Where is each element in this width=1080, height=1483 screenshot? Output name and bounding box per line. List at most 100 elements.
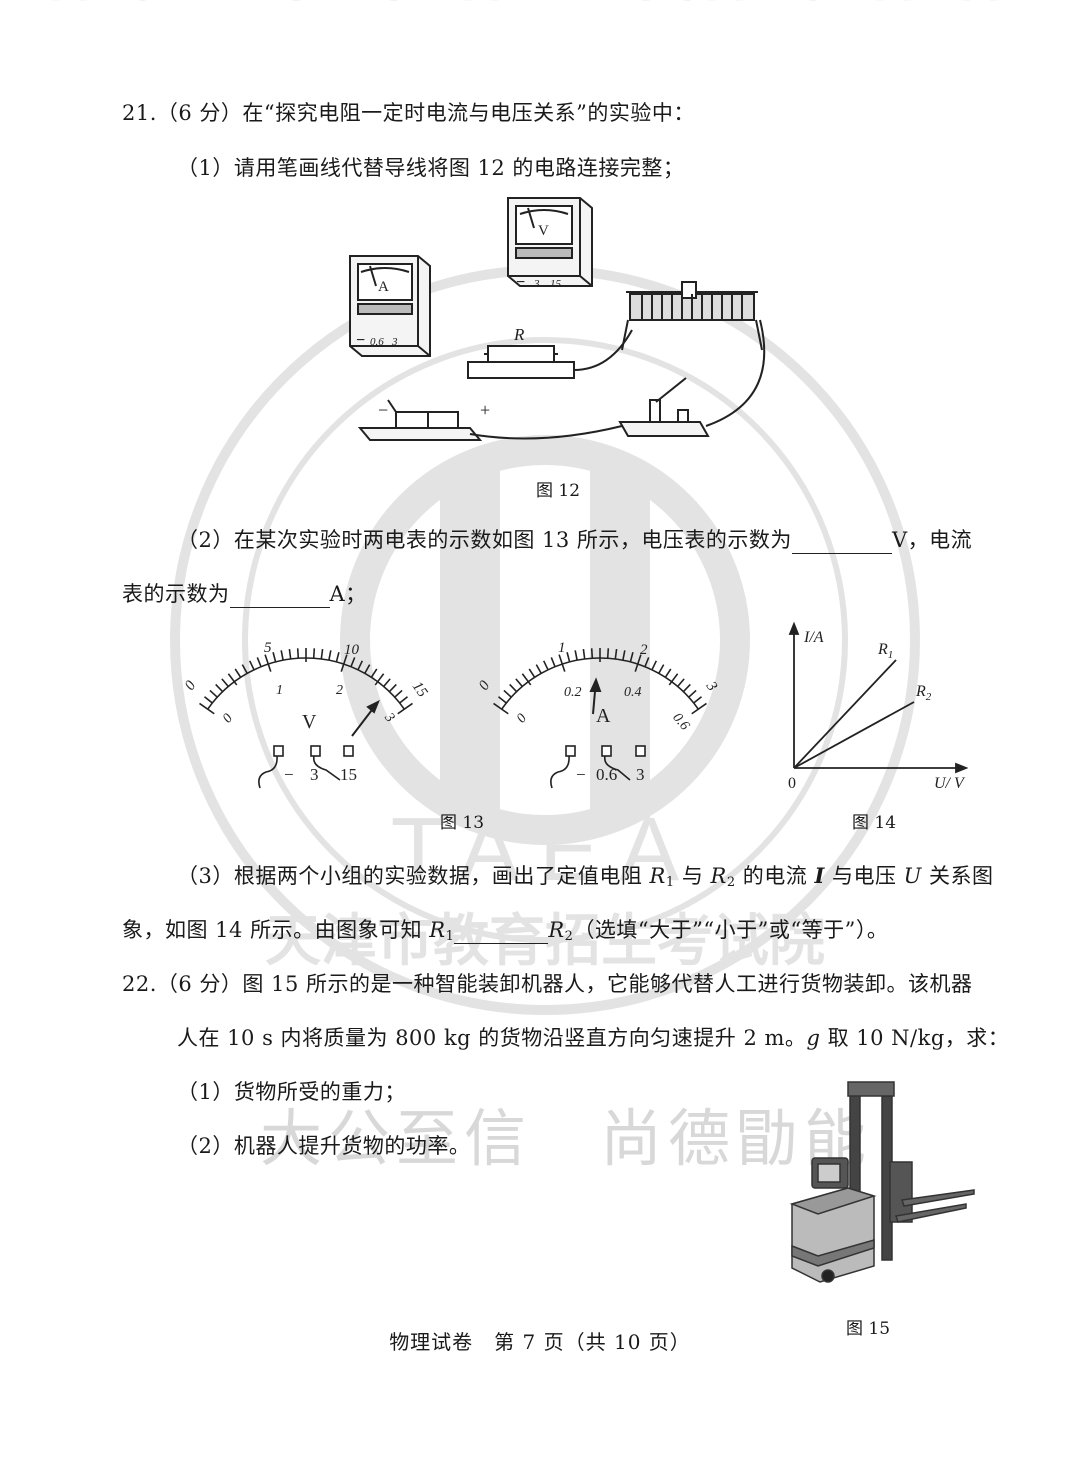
sym-r1-sub: 1 [665, 875, 675, 890]
voltmeter-term-15: 15 [550, 278, 562, 290]
aterm-06-wire [603, 755, 631, 781]
dial-tick [528, 668, 536, 678]
robot-fork-lower [895, 1203, 967, 1223]
dial-tick [691, 702, 707, 715]
vdial-bot-2: 2 [336, 683, 343, 698]
dial-tick [264, 654, 272, 672]
dial-tick [374, 673, 385, 686]
dial-tick [234, 668, 242, 678]
dial-tick [199, 702, 215, 715]
q21-part3-text-g: （选填“大于”“小于”或“等于”）。 [573, 918, 889, 942]
dial-tick [493, 702, 509, 715]
dial-tick [357, 660, 364, 671]
dial-tick [658, 664, 665, 674]
vterm-neg: − [284, 765, 294, 784]
dial-tick [364, 664, 371, 674]
vdial-top-0: 0 [182, 678, 200, 694]
graph-label-r1: R1 [877, 641, 893, 661]
graph-x-arrow [955, 762, 969, 774]
graph-r2-letter: R [915, 683, 926, 700]
aterm-3: 3 [636, 765, 645, 784]
graph-label-r2: R2 [915, 683, 932, 703]
q21-part1: （1）请用笔画线代替导线将图 12 的电路连接完整； [177, 156, 685, 180]
sym-i: I [814, 863, 825, 888]
figure-14-caption: 图 14 [852, 813, 897, 833]
dial-tick [388, 683, 397, 693]
q22-stem: 22.（6 分）图 15 所示的是一种智能装卸机器人，它能够代替人工进行货物装卸… [122, 972, 973, 996]
adial-bot-04: 0.4 [624, 685, 642, 700]
compare-answer-blank[interactable] [454, 921, 549, 944]
ammeter-dial-ticks [493, 648, 707, 715]
resistor [467, 345, 575, 379]
sym-r1-b: R [429, 918, 446, 942]
graph-xlabel: U/ V [934, 775, 966, 792]
ammeter [349, 255, 431, 357]
figure-13-caption: 图 13 [440, 813, 485, 833]
adial-top-1: 1 [558, 640, 566, 656]
sym-u: U [903, 864, 922, 888]
robot-top-sensor [847, 1081, 895, 1097]
dial-tick [606, 648, 610, 659]
dial-tick [515, 678, 523, 688]
vterm-15: 15 [340, 765, 357, 784]
q22-part2: （2）机器人提升货物的功率。 [177, 1134, 471, 1158]
dial-tick [535, 664, 542, 674]
dial-tick [629, 652, 634, 663]
dial-tick [668, 673, 679, 686]
sym-r2-b: R [548, 918, 565, 942]
vterm-3-wire [312, 755, 341, 781]
adial-bot-06: 0.6 [669, 710, 692, 733]
vterm-3-post [310, 745, 321, 757]
voltmeter-dial-ticks [199, 648, 413, 715]
vdial-bot-1: 1 [276, 683, 283, 698]
dial-tick [682, 683, 691, 693]
dial-tick [590, 648, 594, 659]
vdial-top-10: 10 [344, 642, 360, 658]
q22-stem-text-b: 取 10 N/kg，求： [820, 1026, 1010, 1050]
dial-tick [397, 702, 413, 715]
dial-tick [634, 654, 642, 672]
ammeter-letter: A [378, 279, 389, 295]
vterm-15-post [343, 745, 354, 757]
graph-r1-letter: R [877, 641, 888, 658]
voltage-answer-blank[interactable] [791, 531, 892, 554]
dial-tick [542, 660, 549, 671]
robot-screen-inner [817, 1163, 841, 1183]
rheostat [621, 281, 763, 351]
dial-tick [256, 657, 262, 668]
figure-15-robot [789, 1081, 975, 1283]
q21-part3-text-f: 象，如图 14 所示。由图象可知 [122, 918, 430, 942]
adial-letter: A [596, 705, 611, 727]
ammeter-term-neg: − [356, 332, 365, 349]
graph-line-r1 [793, 659, 897, 769]
battery-minus: − [378, 400, 388, 420]
dial-arc [207, 657, 405, 710]
dial-tick [335, 652, 340, 663]
q21-part2-text-d: A； [329, 582, 367, 606]
adial-top-2: 2 [640, 642, 648, 658]
dial-tick [221, 678, 229, 688]
voltmeter-term-neg: − [516, 274, 525, 291]
current-answer-blank[interactable] [229, 585, 330, 608]
sym-r2-sub: 2 [726, 875, 736, 890]
switch [618, 377, 710, 437]
q21-part3-text-c: 的电流 [735, 864, 815, 888]
graph-r1-sub: 1 [888, 649, 894, 661]
ammeter-needle-tip [589, 677, 602, 692]
dial-tick [614, 648, 618, 660]
q21-part3-text-b: 与 [674, 864, 711, 888]
sym-r2-b-sub: 2 [564, 929, 574, 944]
q21-stem: 21.（6 分）在“探究电阻一定时电流与电压关系”的实验中： [122, 101, 695, 125]
figure-14-graph: I/A U/ V 0 R1 R2 [788, 621, 969, 792]
dial-tick [227, 673, 238, 686]
dial-tick [399, 696, 409, 704]
battery [357, 399, 483, 441]
dial-tick [328, 650, 332, 661]
q21-part2-text-a: （2）在某次实验时两电表的示数如图 13 所示，电压表的示数为 [177, 528, 792, 552]
aterm-neg-post [565, 745, 576, 757]
vdial-bot-0: 0 [220, 711, 236, 726]
dial-tick [651, 660, 658, 671]
dial-tick [350, 657, 356, 668]
